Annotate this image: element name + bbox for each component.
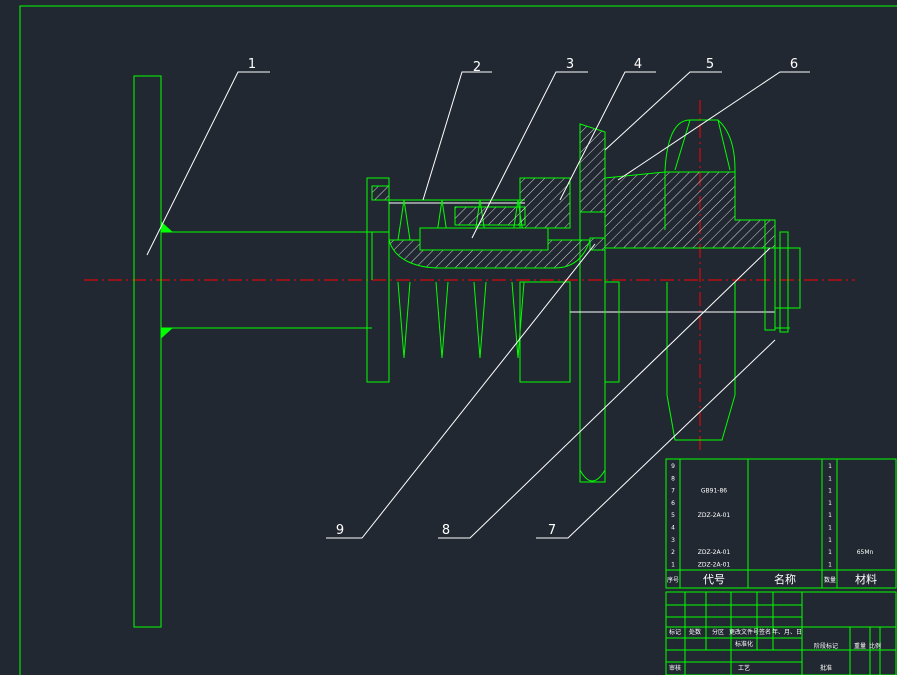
leader-lines: [146, 71, 810, 539]
title-block-label: 处数: [689, 628, 701, 636]
part-outlines: [133, 75, 801, 628]
title-block-label: 分区: [712, 628, 724, 636]
bom-header-code: 代号: [703, 573, 725, 586]
title-block-label: 重量: [854, 642, 866, 650]
bom-row-no: 5: [671, 512, 675, 519]
callout-labels: 1 2 3 4 5 6 7 8 9: [248, 57, 798, 538]
title-block-label: 标记: [669, 628, 681, 636]
bom-row-qty: 1: [828, 561, 832, 568]
bom-row-code: ZDZ-2A-01: [698, 512, 731, 519]
bom-row-qty: 1: [828, 475, 832, 482]
bom-row-qty: 1: [828, 525, 832, 532]
bom-row-no: 4: [671, 525, 675, 532]
callout-9: 9: [336, 523, 344, 538]
hand-plate: [133, 75, 162, 628]
callout-4: 4: [634, 57, 642, 72]
title-block-label: 标准化: [735, 640, 753, 648]
title-block-label: 阶段标记: [814, 642, 838, 650]
bom-row-no: 1: [671, 561, 675, 568]
bom-header-name: 名称: [774, 572, 796, 586]
bom-row-qty: 1: [828, 463, 832, 470]
bom-row-no: 6: [671, 500, 675, 507]
title-block-label: 更改文件号: [729, 628, 759, 636]
bom-row-qty: 1: [828, 512, 832, 519]
title-block-label: 审核: [669, 664, 681, 672]
bom-row-code: ZDZ-2A-01: [698, 561, 731, 568]
bom-row-qty: 1: [828, 537, 832, 544]
bom-row-material: 65Mn: [857, 549, 874, 556]
bom-row-no: 7: [671, 488, 675, 495]
title-block-label: 工艺: [738, 664, 750, 672]
callout-3: 3: [566, 57, 574, 72]
callout-2: 2: [473, 60, 481, 75]
bom-row-no: 9: [671, 463, 675, 470]
bom-table: [665, 458, 897, 675]
bom-row-code: ZDZ-2A-01: [698, 549, 731, 556]
bom-header-qty: 数量: [824, 576, 836, 584]
bom-row-no: 3: [671, 537, 675, 544]
callout-1: 1: [248, 57, 256, 72]
title-block-label: 签名: [759, 628, 771, 636]
callout-6: 6: [790, 57, 798, 72]
title-block-label: 比例: [869, 642, 881, 650]
drawing-frame: [19, 5, 897, 675]
title-block-label: 年、月、日: [772, 628, 802, 636]
bom-row-code: GB91-86: [701, 488, 727, 495]
bom-row-no: 8: [671, 475, 675, 482]
bom-row-qty: 1: [828, 549, 832, 556]
bom-row-qty: 1: [828, 488, 832, 495]
bom-row-no: 2: [671, 549, 675, 556]
bom-header-no: 序号: [667, 576, 679, 584]
callout-5: 5: [706, 57, 714, 72]
bom-header-material: 材料: [855, 572, 877, 586]
callout-8: 8: [442, 523, 450, 538]
bom-row-qty: 1: [828, 500, 832, 507]
callout-7: 7: [548, 523, 556, 538]
title-block-label: 批准: [820, 664, 832, 672]
